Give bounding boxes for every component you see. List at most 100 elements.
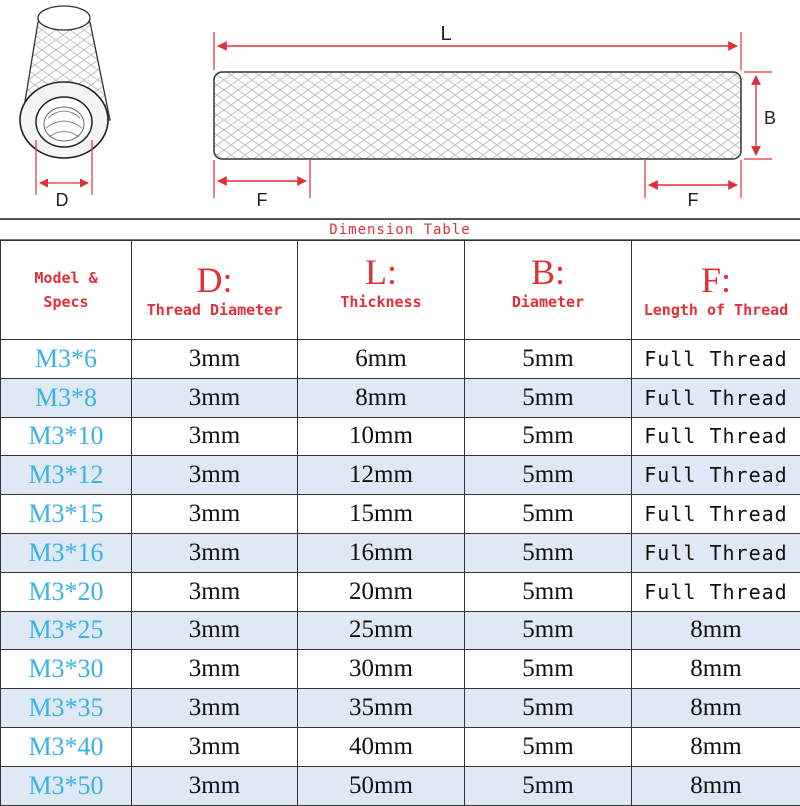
row-model: M3*10	[1, 417, 132, 456]
f-right-label: F	[688, 190, 699, 210]
row-thread-diameter: 3mm	[132, 572, 298, 611]
row-thread-diameter: 3mm	[132, 340, 298, 379]
row-thread-length: Full Thread	[632, 456, 800, 495]
row-thread-diameter: 3mm	[132, 766, 298, 805]
header-l-letter: L:	[298, 252, 464, 292]
row-thread-diameter: 3mm	[132, 417, 298, 456]
row-diameter: 5mm	[465, 611, 632, 650]
row-thread-length: Full Thread	[632, 378, 800, 417]
dimension-table-section: Dimension Table Model & Specs D: Thread …	[0, 218, 800, 800]
row-diameter: 5mm	[465, 650, 632, 689]
header-l: L: Thickness	[298, 241, 465, 340]
row-thickness: 30mm	[298, 650, 465, 689]
row-thread-length: Full Thread	[632, 572, 800, 611]
row-thread-length: Full Thread	[632, 417, 800, 456]
row-thread-diameter: 3mm	[132, 495, 298, 534]
f-right-dimension: F	[645, 160, 741, 210]
row-diameter: 5mm	[465, 766, 632, 805]
header-d-letter: D:	[132, 260, 297, 300]
row-thickness: 25mm	[298, 611, 465, 650]
row-model: M3*25	[1, 611, 132, 650]
row-thread-length: Full Thread	[632, 340, 800, 379]
standoff-perspective-view	[20, 6, 110, 158]
row-thread-length: 8mm	[632, 611, 800, 650]
f-left-dimension: F	[214, 160, 310, 210]
table-header-row: Model & Specs D: Thread Diameter L: Thic…	[1, 241, 800, 340]
row-thickness: 6mm	[298, 340, 465, 379]
row-thread-diameter: 3mm	[132, 533, 298, 572]
row-model: M3*16	[1, 533, 132, 572]
row-model: M3*6	[1, 340, 132, 379]
d-label: D	[56, 190, 69, 210]
row-diameter: 5mm	[465, 340, 632, 379]
row-model: M3*15	[1, 495, 132, 534]
row-thread-length: Full Thread	[632, 495, 800, 534]
header-b: B: Diameter	[465, 241, 632, 340]
row-thread-length: 8mm	[632, 727, 800, 766]
row-diameter: 5mm	[465, 417, 632, 456]
header-d: D: Thread Diameter	[132, 241, 298, 340]
row-diameter: 5mm	[465, 727, 632, 766]
row-thickness: 16mm	[298, 533, 465, 572]
header-f-text: Length of Thread	[632, 300, 800, 321]
header-f: F: Length of Thread	[632, 241, 800, 340]
row-model: M3*30	[1, 650, 132, 689]
table-title: Dimension Table	[0, 218, 800, 240]
header-b-letter: B:	[465, 252, 631, 292]
row-thickness: 20mm	[298, 572, 465, 611]
header-model: Model & Specs	[1, 241, 132, 340]
row-diameter: 5mm	[465, 456, 632, 495]
row-thread-diameter: 3mm	[132, 689, 298, 728]
row-model: M3*20	[1, 572, 132, 611]
row-diameter: 5mm	[465, 378, 632, 417]
row-diameter: 5mm	[465, 533, 632, 572]
row-thickness: 15mm	[298, 495, 465, 534]
row-thickness: 50mm	[298, 766, 465, 805]
row-thread-diameter: 3mm	[132, 378, 298, 417]
b-label: B	[764, 108, 776, 128]
row-thickness: 40mm	[298, 727, 465, 766]
l-label: L	[440, 23, 451, 45]
row-thickness: 35mm	[298, 689, 465, 728]
row-diameter: 5mm	[465, 689, 632, 728]
row-model: M3*35	[1, 689, 132, 728]
header-b-text: Diameter	[465, 292, 631, 329]
row-thread-diameter: 3mm	[132, 727, 298, 766]
row-thread-length: 8mm	[632, 766, 800, 805]
row-model: M3*50	[1, 766, 132, 805]
row-model: M3*12	[1, 456, 132, 495]
row-thickness: 8mm	[298, 378, 465, 417]
header-f-letter: F:	[632, 260, 800, 300]
row-thread-diameter: 3mm	[132, 456, 298, 495]
standoff-diagram: D L B F F	[0, 0, 800, 215]
row-thread-length: 8mm	[632, 689, 800, 728]
row-model: M3*40	[1, 727, 132, 766]
dimension-table: Model & Specs D: Thread Diameter L: Thic…	[0, 240, 800, 806]
standoff-side-view	[214, 72, 741, 159]
row-diameter: 5mm	[465, 495, 632, 534]
row-thread-length: 8mm	[632, 650, 800, 689]
row-thread-diameter: 3mm	[132, 611, 298, 650]
header-d-text: Thread Diameter	[132, 300, 297, 321]
row-thread-length: Full Thread	[632, 533, 800, 572]
row-model: M3*8	[1, 378, 132, 417]
header-l-text: Thickness	[298, 292, 464, 329]
l-dimension: L	[214, 23, 741, 70]
row-thickness: 10mm	[298, 417, 465, 456]
header-model-text: Model & Specs	[1, 266, 131, 314]
b-dimension: B	[744, 72, 776, 159]
row-diameter: 5mm	[465, 572, 632, 611]
row-thickness: 12mm	[298, 456, 465, 495]
f-left-label: F	[257, 190, 268, 210]
